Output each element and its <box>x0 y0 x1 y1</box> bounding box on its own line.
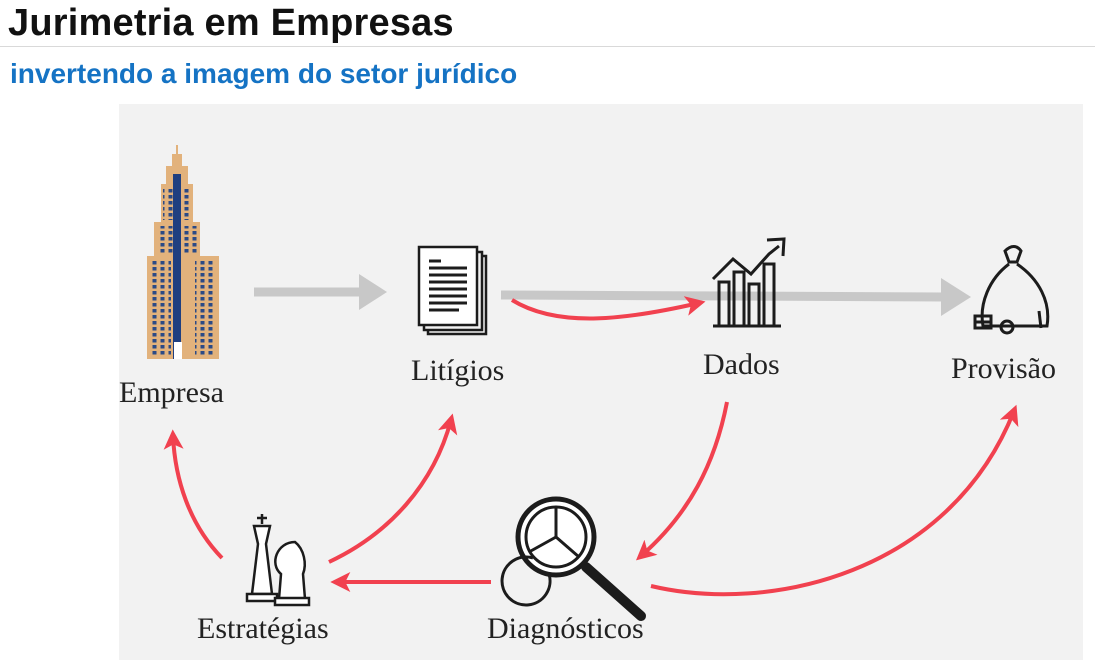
bar-chart-growth-icon <box>711 237 786 328</box>
label-dados: Dados <box>703 348 780 381</box>
red-arrow-diagnosticos-provisao <box>650 404 1019 597</box>
label-empresa: Empresa <box>119 376 224 409</box>
gray-arrow-empresa-litigios <box>254 274 387 310</box>
gray-arrow-litigios-provisao <box>500 278 971 316</box>
red-arrow-estrategias-empresa <box>163 429 224 560</box>
magnifier-pie-chart-icon <box>500 496 646 621</box>
red-arrow-estrategias-litigios <box>328 413 458 564</box>
label-litigios: Litígios <box>411 354 505 387</box>
skyscraper-icon <box>147 145 219 359</box>
label-diagnosticos: Diagnósticos <box>487 612 644 645</box>
title-divider <box>0 46 1095 47</box>
red-arrow-litigios-dados <box>510 296 706 321</box>
diagram-panel: Empresa Litígios Dados Provisão Diagnóst… <box>119 104 1083 660</box>
chess-pieces-icon <box>245 514 311 607</box>
page-subtitle: invertendo a imagem do setor jurídico <box>10 58 518 89</box>
red-arrow-dados-diagnosticos <box>635 401 729 561</box>
label-estrategias: Estratégias <box>197 612 329 645</box>
diagram-canvas <box>147 145 1050 621</box>
page-title: Jurimetria em Empresas <box>8 2 454 44</box>
documents-icon <box>417 245 488 336</box>
money-bag-icon <box>973 245 1050 335</box>
label-provisao: Provisão <box>951 352 1056 385</box>
